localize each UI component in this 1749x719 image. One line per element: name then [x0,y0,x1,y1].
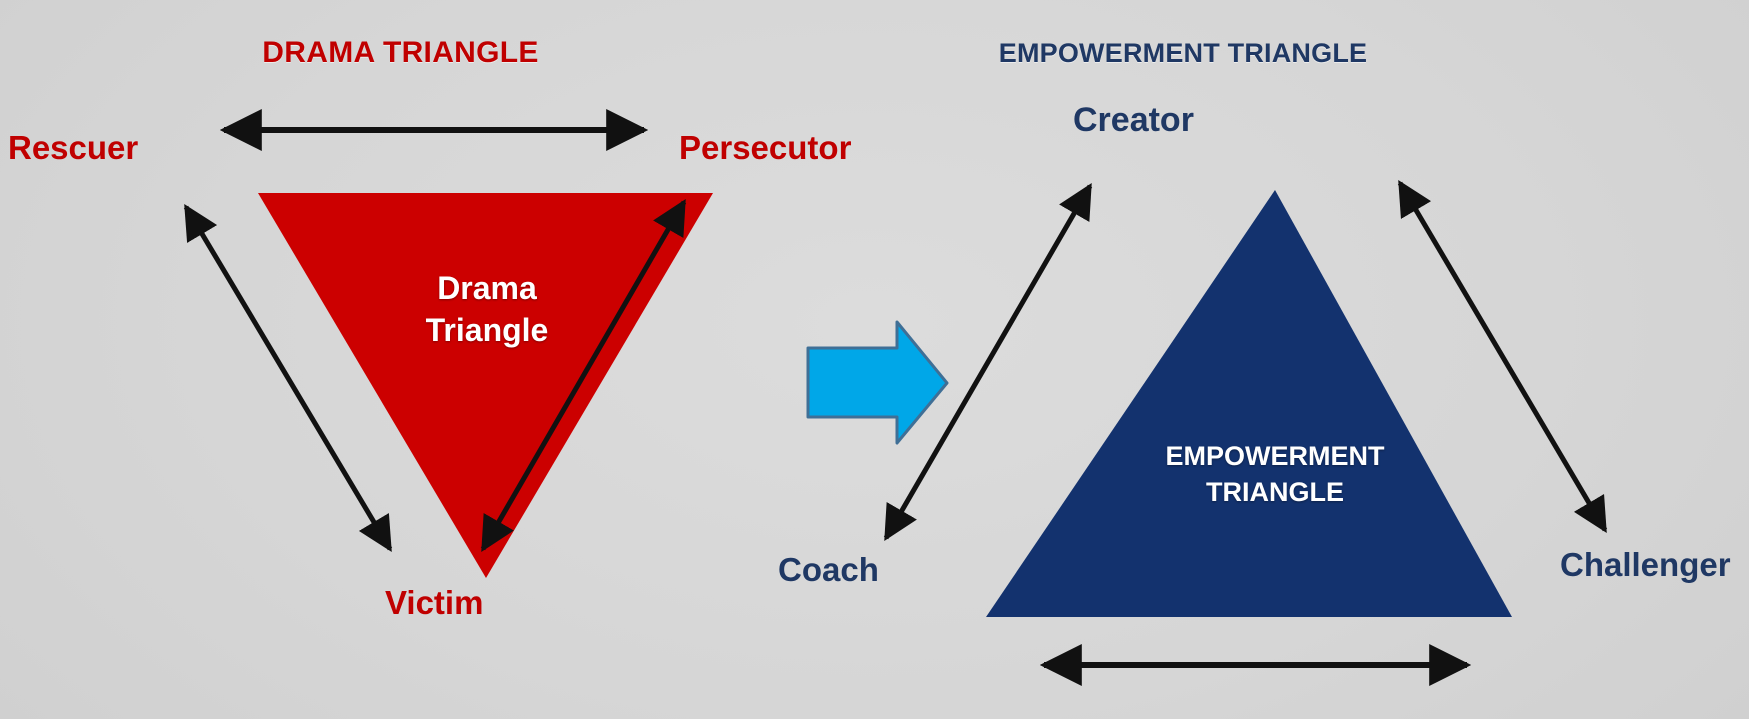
drama-triangle-shape [258,193,713,578]
role-label-persecutor: Persecutor [679,129,852,166]
empowerment-triangle-inner-caption: EMPOWERMENT TRIANGLE [1120,438,1430,511]
role-label-rescuer: Rescuer [8,129,139,166]
drama-inner-line-1: Drama [437,270,537,306]
empowerment-inner-line-1: EMPOWERMENT [1165,441,1385,471]
connector-persecutor-victim [480,198,687,553]
connector-challenger-creator [1397,179,1608,534]
connector-coach-creator [883,182,1093,542]
empowerment-triangle-title: EMPOWERMENT TRIANGLE [998,38,1368,68]
drama-triangle-inner-caption: Drama Triangle [352,268,622,351]
empowerment-triangle-shape [986,190,1512,617]
role-label-challenger: Challenger [1560,546,1731,583]
connector-rescuer-victim [183,203,393,553]
role-label-creator: Creator [1073,101,1194,139]
role-label-victim: Victim [385,584,484,621]
drama-inner-line-2: Triangle [425,311,549,348]
drama-triangle-title: DRAMA TRIANGLE [262,36,539,69]
right-block-arrow-icon [806,320,949,445]
role-label-coach: Coach [778,551,879,588]
empowerment-inner-line-2: TRIANGLE [1206,477,1344,508]
